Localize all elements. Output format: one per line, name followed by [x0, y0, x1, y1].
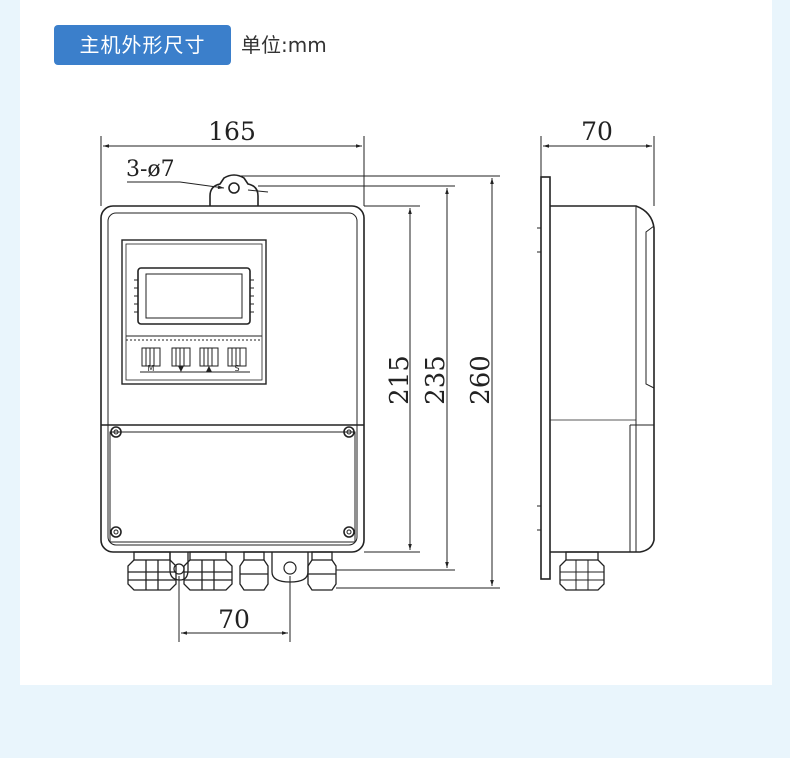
content-card [20, 0, 772, 685]
unit-label: 单位:mm [241, 33, 327, 57]
key-s-label: S [234, 364, 239, 373]
width-dimension: 165 [208, 117, 256, 146]
height-235-dimension: 235 [421, 355, 451, 405]
key-up-label: ▲ [206, 364, 213, 373]
front-view [100, 174, 365, 591]
section-title-badge: 主机外形尺寸 [54, 25, 231, 65]
depth-dimension: 70 [581, 117, 613, 146]
hole-dimension: 3-ø7 [126, 157, 175, 182]
key-down-label: ▼ [178, 364, 185, 373]
bottom-spacing-dimension: 70 [218, 605, 250, 634]
height-260-dimension: 260 [466, 355, 496, 405]
height-215-dimension: 215 [385, 355, 415, 405]
side-view [537, 176, 655, 591]
key-m-label: M [148, 364, 155, 373]
